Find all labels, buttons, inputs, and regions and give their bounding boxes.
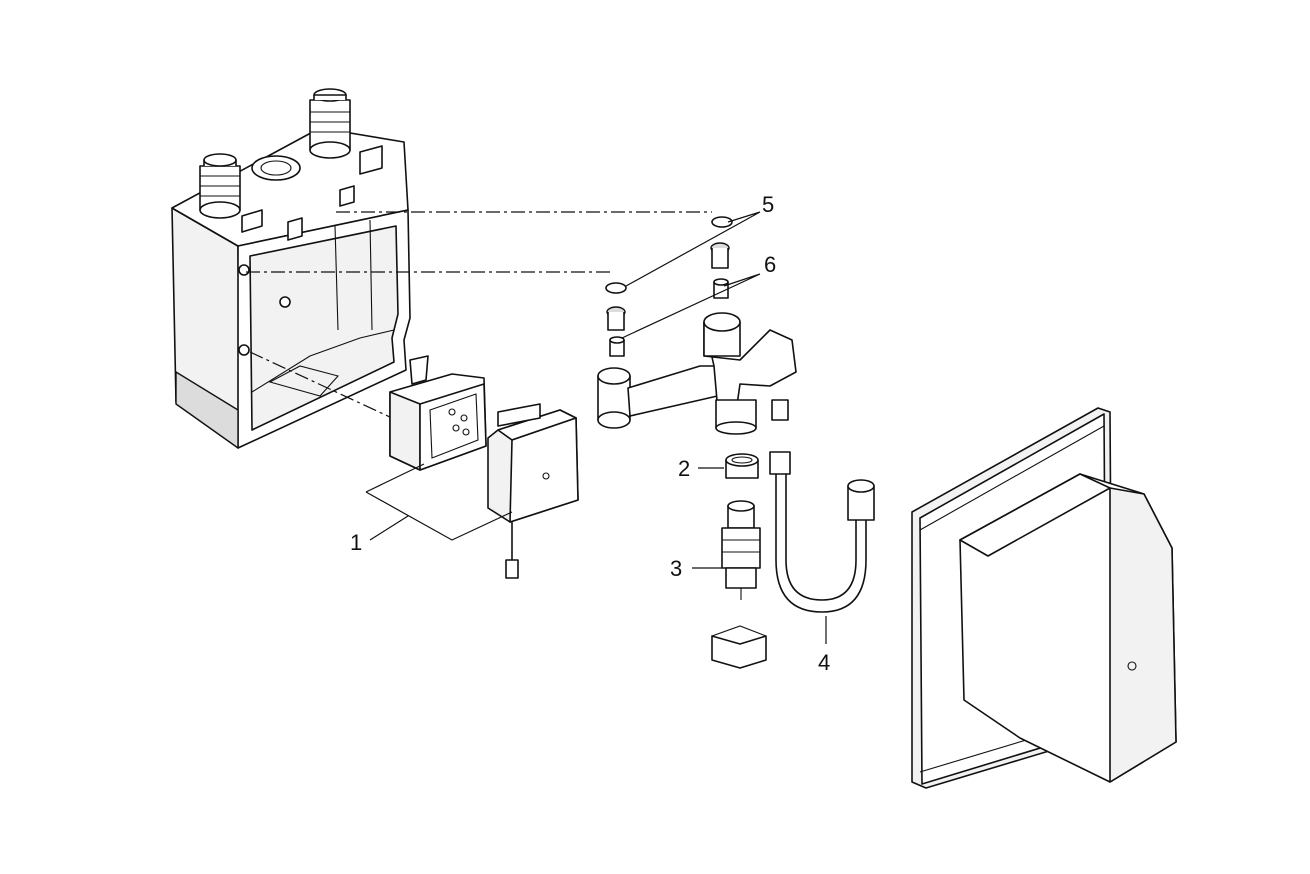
leader-line-5 [625,211,761,287]
callout-label-5: 5 [762,192,774,217]
adapter-nut [725,453,759,479]
pipe-connector-right [309,88,351,159]
cover-plate [911,407,1177,789]
callout-label-4: 4 [818,650,830,675]
callout-label-2: 2 [678,456,690,481]
filter-strainer-left [605,282,627,357]
mounting-box [171,127,411,449]
callout-label-3: 3 [670,556,682,581]
flexible-hose [769,399,875,613]
retaining-clip [711,625,767,669]
callout-label-1: 1 [350,530,362,555]
pipe-connector-left [199,153,241,219]
electronic-module-housing [389,355,487,471]
valve-body [597,312,797,435]
solenoid-valve [721,500,761,600]
electronic-module-cover [487,403,579,579]
callout-label-6: 6 [764,252,776,277]
leader-line-1 [365,463,513,541]
leader-line-6 [621,273,761,339]
alignment-line-module [249,351,393,419]
